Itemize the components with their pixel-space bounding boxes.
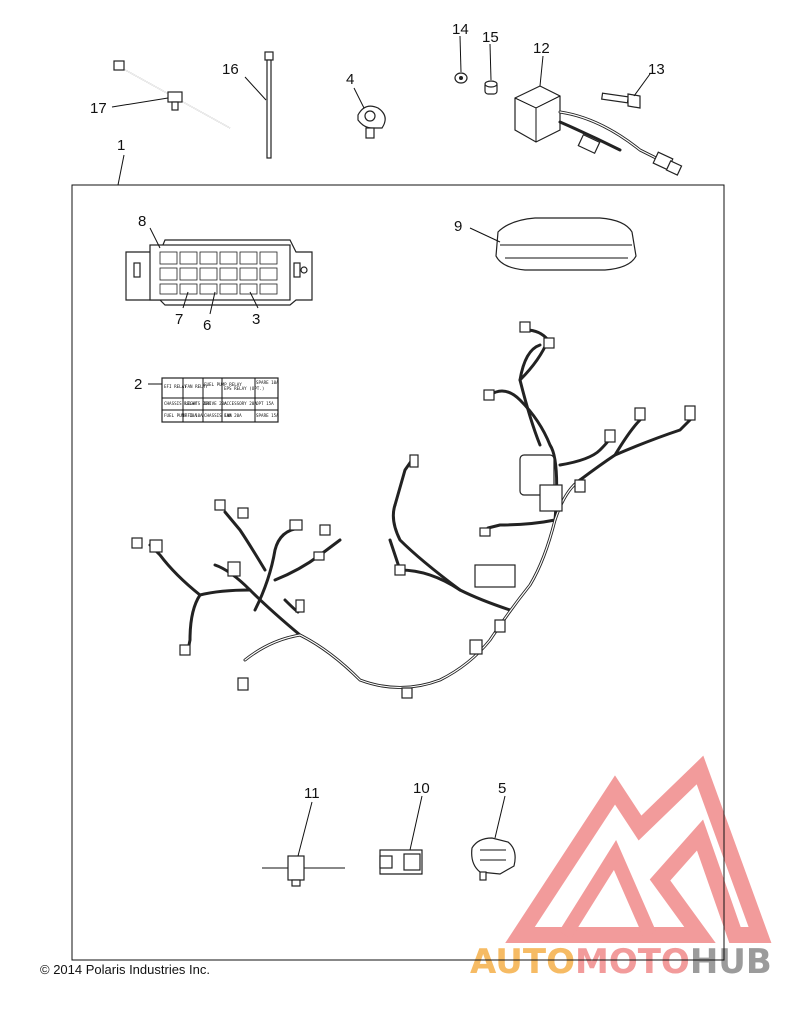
callout-7: 7 [175, 311, 183, 328]
fuse-label-r3-c1: FUEL PUMP 10A [164, 413, 197, 418]
callout-1: 1 [117, 137, 125, 154]
fuse-label-r2-c2: LIGHTS 20A [185, 401, 211, 406]
fuse-label-r2-c5: OPT 15A [256, 401, 274, 406]
callout-6: 6 [203, 317, 211, 334]
callout-16: 16 [222, 61, 239, 78]
callout-11: 11 [304, 785, 320, 802]
fuse-label-r1-c5: SPARE 10A [256, 380, 279, 385]
part-17-cable-tie-anchor [113, 60, 231, 129]
watermark-logo: AUTOMOTOHUB [470, 755, 772, 982]
fuse-label-r1-c1: EFI RELAY [164, 384, 187, 389]
fuse-label-r3-c2: EFI 10A [185, 413, 203, 418]
fuse-label-r3-c3: CHASSIS 10A [204, 413, 232, 418]
part-15-spacer [484, 80, 498, 95]
callout-4: 4 [346, 71, 354, 88]
callout-17: 17 [90, 100, 107, 117]
part-11-inline-fuse-holder [262, 855, 345, 887]
callout-2: 2 [134, 376, 142, 393]
fuse-label-r3-c5: SPARE 15A [256, 413, 279, 418]
watermark-text: AUTOMOTOHUB [470, 942, 772, 982]
fuse-label-r1-c2: FAN RELAY [185, 384, 208, 389]
fuse-label-r2-c3: DRIVE 20A [204, 401, 227, 406]
fuse-label-r3-c4: FAN 20A [224, 413, 242, 418]
callout-15: 15 [482, 29, 499, 46]
harness-enclosure-box [71, 184, 725, 961]
part-2-fuse-label: EFI RELAY FAN RELAY FUEL PUMP RELAY EPS … [161, 377, 279, 423]
part-14-nut [454, 72, 468, 84]
part-12-relay-module [514, 85, 683, 176]
part-16-cable-tie [264, 51, 274, 159]
part-4-harness-clip [357, 105, 386, 139]
fuse-label-r1-c4: EPS RELAY (OPT.) [224, 386, 264, 391]
fuse-label-r2-c1: CHASSIS RELAY [164, 401, 197, 406]
part-8-fuse-box [125, 239, 313, 306]
callout-9: 9 [454, 218, 462, 235]
copyright-text: © 2014 Polaris Industries Inc. [40, 962, 210, 977]
callout-8: 8 [138, 213, 146, 230]
fuse-label-r2-c4: ACCESSORY 20A [224, 401, 257, 406]
part-13-bolt [601, 92, 641, 109]
part-9-fuse-box-cover [495, 217, 637, 271]
fuse-label-r1-c3: FUEL PUMP RELAY [204, 382, 242, 387]
main-wiring-harness [131, 321, 696, 699]
callout-5: 5 [498, 780, 506, 797]
callout-3: 3 [252, 311, 260, 328]
callout-14: 14 [452, 21, 469, 38]
callout-10: 10 [413, 780, 430, 797]
callout-13: 13 [648, 61, 665, 78]
callout-12: 12 [533, 40, 550, 57]
part-10-fuse [379, 849, 423, 875]
part-5-connector [471, 837, 516, 881]
